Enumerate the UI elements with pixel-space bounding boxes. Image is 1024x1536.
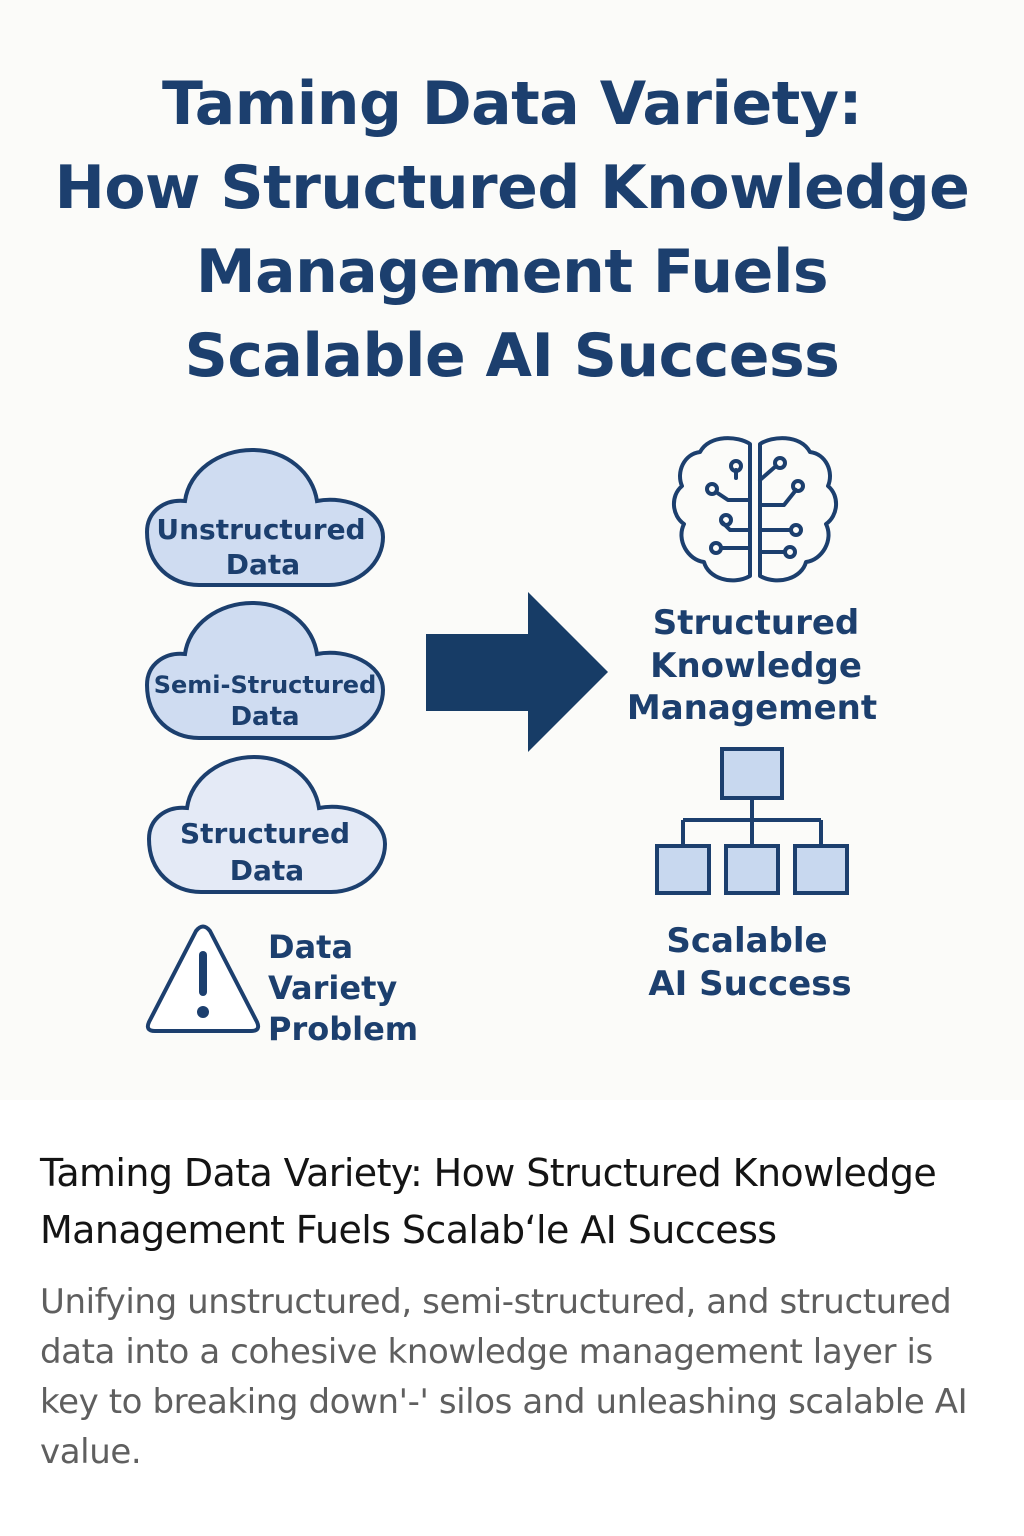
hierarchy-child-box [655,844,711,895]
success-label-line: Scalable [666,921,827,961]
hero-title-line: Scalable AI Success [184,321,840,391]
cloud-label-line: Data [230,702,299,732]
knowledge-label-line: Management [627,688,877,728]
caption: Taming Data Variety: How Structured Know… [40,1145,990,1477]
problem-label-line: Data [268,928,353,966]
data-variety-problem: Data Variety Problem [145,924,418,1048]
hierarchy-child-box [724,844,780,895]
problem-label-line: Variety [268,969,397,1007]
hero-title-line: Taming Data Variety: [162,69,862,139]
caption-description: Unifying unstructured, semi-structured, … [40,1282,968,1472]
hero-title: Taming Data Variety: How Structured Know… [0,62,1024,398]
caption-title: Taming Data Variety: How Structured Know… [40,1151,937,1252]
hierarchy-child-box [793,844,849,895]
hero-title-line: How Structured Knowledge [54,153,970,223]
hierarchy-icon [655,747,849,895]
scalable-ai-success-label: Scalable AI Success [648,921,851,1004]
exclamation-dot [197,1006,209,1018]
exclamation-icon [199,951,207,996]
cloud-label-line: Structured [180,817,350,850]
problem-label-line: Problem [268,1010,418,1048]
hierarchy-root-box [720,747,784,800]
success-label-line: AI Success [648,964,851,1004]
hero-illustration: Taming Data Variety: How Structured Know… [0,62,1024,1048]
knowledge-label-line: Structured [653,603,860,643]
cloud-label-line: Unstructured [156,513,365,546]
diagram: Unstructured Data Semi-Structured Data S… [145,436,877,1048]
knowledge-management-label: Structured Knowledge Management [627,603,877,728]
brain-circuit-icon [672,436,838,583]
knowledge-label-line: Knowledge [650,646,862,686]
arrow-right-icon [426,592,608,752]
cloud-label-line: Semi-Structured [154,671,377,699]
cloud-semi-structured: Semi-Structured Data [145,601,385,740]
cloud-label-line: Data [226,548,300,581]
cloud-structured: Structured Data [147,755,387,894]
hero-title-line: Management Fuels [195,237,829,307]
cloud-unstructured: Unstructured Data [145,448,385,587]
cloud-label-line: Data [230,854,304,887]
